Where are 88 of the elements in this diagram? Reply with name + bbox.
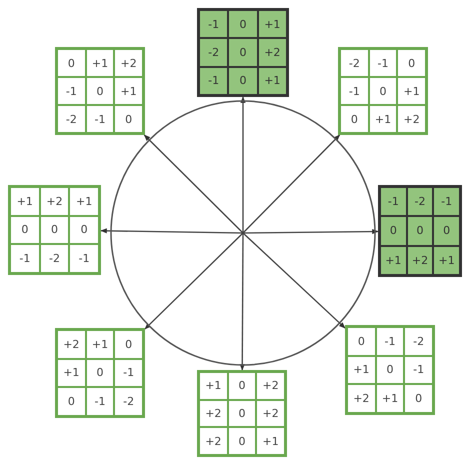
kernel-value: 0 bbox=[57, 387, 86, 416]
arrow bbox=[242, 232, 346, 329]
kernel-value: +1 bbox=[86, 330, 114, 359]
kernel-value: +1 bbox=[380, 246, 407, 275]
kernel-value: 0 bbox=[406, 216, 434, 246]
kernel-value: -1 bbox=[114, 358, 143, 388]
kernel-value: +1 bbox=[347, 356, 376, 384]
kernel-value: -2 bbox=[40, 244, 70, 273]
kernel-value: -1 bbox=[404, 356, 433, 384]
kernel-value: 0 bbox=[114, 105, 143, 133]
kernel-value: 0 bbox=[86, 358, 114, 388]
kernel-value: +1 bbox=[433, 246, 460, 275]
arrow bbox=[144, 232, 244, 330]
kernel-value: +1 bbox=[86, 49, 114, 77]
kernel-value: -2 bbox=[199, 38, 228, 67]
kernel-value: +1 bbox=[397, 77, 426, 105]
kernel-value: -2 bbox=[57, 105, 86, 133]
kernel-value: +2 bbox=[347, 384, 376, 413]
kernel-value: 0 bbox=[57, 49, 86, 77]
kernel-matrix bbox=[8, 185, 101, 275]
kernel-value: 0 bbox=[376, 356, 404, 384]
kernel-value: +1 bbox=[368, 105, 398, 133]
kernel-value: +2 bbox=[256, 372, 285, 400]
arrow bbox=[100, 228, 244, 234]
kernel-value: +2 bbox=[406, 246, 434, 275]
kernel-value: -1 bbox=[340, 77, 369, 105]
kernel-value: +1 bbox=[258, 10, 287, 38]
arrow bbox=[240, 96, 246, 233]
kernel-value: 0 bbox=[368, 77, 398, 105]
kernel-value: -1 bbox=[86, 105, 114, 133]
kernel-value: 0 bbox=[228, 427, 256, 455]
kernel-matrix bbox=[345, 325, 435, 415]
kernel-value: -1 bbox=[199, 10, 228, 38]
kernel-matrix bbox=[378, 185, 462, 277]
kernel-value: 0 bbox=[347, 327, 376, 356]
kernel-value: -1 bbox=[86, 387, 114, 416]
kernel-value: -1 bbox=[376, 327, 404, 356]
kernel-value: -1 bbox=[199, 66, 228, 95]
kernel-value: -1 bbox=[69, 244, 99, 273]
kernel-value: 0 bbox=[228, 400, 256, 428]
kernel-matrix bbox=[197, 370, 287, 457]
kernel-matrix bbox=[197, 8, 289, 97]
kernel-value: -1 bbox=[57, 77, 86, 105]
kernel-value: 0 bbox=[228, 66, 258, 95]
kernel-value: +1 bbox=[69, 187, 99, 216]
kernel-value: +1 bbox=[57, 358, 86, 388]
kernel-value: +2 bbox=[199, 427, 228, 455]
kernel-value: +2 bbox=[199, 400, 228, 428]
kernel-value: +2 bbox=[397, 105, 426, 133]
kernel-value: 0 bbox=[228, 10, 258, 38]
kernel-value: 0 bbox=[228, 38, 258, 67]
kernel-matrix bbox=[55, 328, 145, 418]
kernel-value: 0 bbox=[228, 372, 256, 400]
kernel-value: -2 bbox=[406, 187, 434, 216]
kernel-value: -1 bbox=[380, 187, 407, 216]
kernel-value: 0 bbox=[114, 330, 143, 359]
kernel-value: 0 bbox=[404, 384, 433, 413]
kernel-value: 0 bbox=[340, 105, 369, 133]
kernel-value: +2 bbox=[256, 400, 285, 428]
arrow bbox=[242, 134, 340, 234]
kernel-value: 0 bbox=[397, 49, 426, 77]
kernel-value: +2 bbox=[57, 330, 86, 359]
kernel-value: -1 bbox=[433, 187, 460, 216]
kernel-value: +1 bbox=[258, 66, 287, 95]
kernel-value: -2 bbox=[340, 49, 369, 77]
kernel-value: -2 bbox=[114, 387, 143, 416]
kernel-value: +2 bbox=[40, 187, 70, 216]
kernel-matrix bbox=[338, 47, 428, 135]
kernel-matrix bbox=[55, 47, 145, 135]
kernel-value: 0 bbox=[380, 216, 407, 246]
kernel-value: -2 bbox=[404, 327, 433, 356]
kernel-value: +2 bbox=[114, 49, 143, 77]
kernel-value: 0 bbox=[69, 216, 99, 244]
arrow bbox=[243, 228, 379, 234]
kernel-value: +1 bbox=[114, 77, 143, 105]
arrow bbox=[240, 233, 245, 371]
arrow bbox=[144, 134, 244, 234]
kernel-value: 0 bbox=[86, 77, 114, 105]
kernel-value: +1 bbox=[10, 187, 40, 216]
kernel-value: +1 bbox=[256, 427, 285, 455]
kernel-value: 0 bbox=[10, 216, 40, 244]
kernel-value: 0 bbox=[433, 216, 460, 246]
kernel-value: +1 bbox=[199, 372, 228, 400]
kernel-value: 0 bbox=[40, 216, 70, 244]
kernel-value: -1 bbox=[368, 49, 398, 77]
kernel-value: +1 bbox=[376, 384, 404, 413]
kernel-value: +2 bbox=[258, 38, 287, 67]
kernel-value: -1 bbox=[10, 244, 40, 273]
